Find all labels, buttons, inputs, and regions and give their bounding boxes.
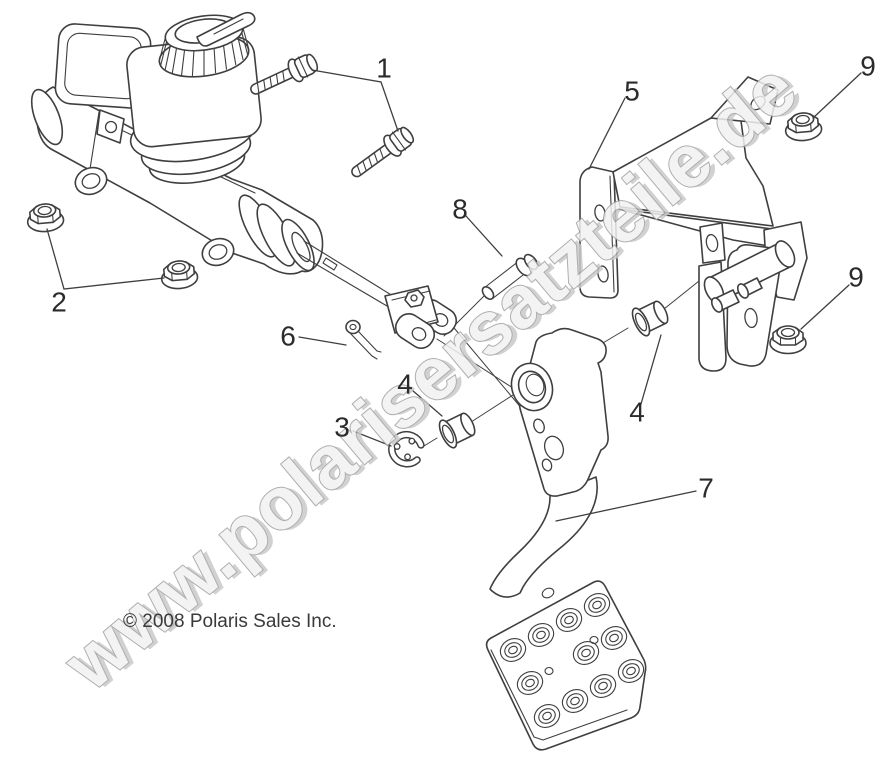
mounting-nut-left [26,203,65,233]
mounting-nut-lower [160,260,199,290]
callout-2: 2 [51,287,67,318]
pivot-bushing-right [631,300,669,337]
cotter-pin [345,319,382,360]
callout-9-lower: 9 [848,262,864,293]
callout-1: 1 [376,53,392,84]
master-cylinder-assembly [30,11,394,307]
brake-pedal [485,327,647,751]
pedal-tread [589,674,617,698]
callout-9-upper: 9 [860,51,876,82]
bracket-top-tab [710,76,779,125]
callout-3: 3 [334,412,350,443]
callout-6: 6 [280,321,296,352]
pedal-tread [572,641,600,665]
pedal-hub-bore [510,362,554,412]
bracket-nut-lower [769,325,807,355]
outlet-port [74,166,108,196]
callout-5: 5 [624,76,640,107]
pedal-tread [555,608,583,632]
pedal-tread [600,626,628,650]
clevis-yoke [384,285,458,349]
pedal-tread [617,659,645,683]
pedal-treads [499,593,645,728]
cylinder-end-cap [30,88,64,146]
pedal-pad [485,580,647,751]
pedal-tread [533,704,561,728]
mounting-bolt-upper [250,53,319,95]
callout-7: 7 [698,473,714,504]
e-clip-retainer [388,430,425,468]
clevis-pin [481,253,539,300]
callout-numbers: 1 2 3 4 4 5 6 7 8 9 9 [51,51,876,504]
pedal-tread [583,593,611,617]
push-rod [296,240,394,307]
pedal-tread [561,689,589,713]
callout-4-right: 4 [629,397,645,428]
cap-knurling [159,31,249,77]
callout-4-left: 4 [397,369,413,400]
cap-lever [196,11,256,47]
pedal-tread [516,671,544,695]
pivot-bushing-left [438,412,476,449]
callout-leader-lines [46,69,862,522]
mounting-bolt-lower [351,126,415,178]
pedal-mount-bracket [579,76,808,372]
bracket-left-flange [579,166,619,299]
reservoir-cap [158,11,256,78]
outlet-port [201,237,235,267]
pedal-arm [489,476,598,598]
bracket-nut-upper [784,112,823,142]
pedal-hub-plate [518,327,609,497]
pedal-tread [527,623,555,647]
pivot-shaft [703,240,796,313]
callout-8: 8 [452,194,468,225]
copyright-text: © 2008 Polaris Sales Inc. [123,611,337,632]
pedal-tread [499,638,527,662]
